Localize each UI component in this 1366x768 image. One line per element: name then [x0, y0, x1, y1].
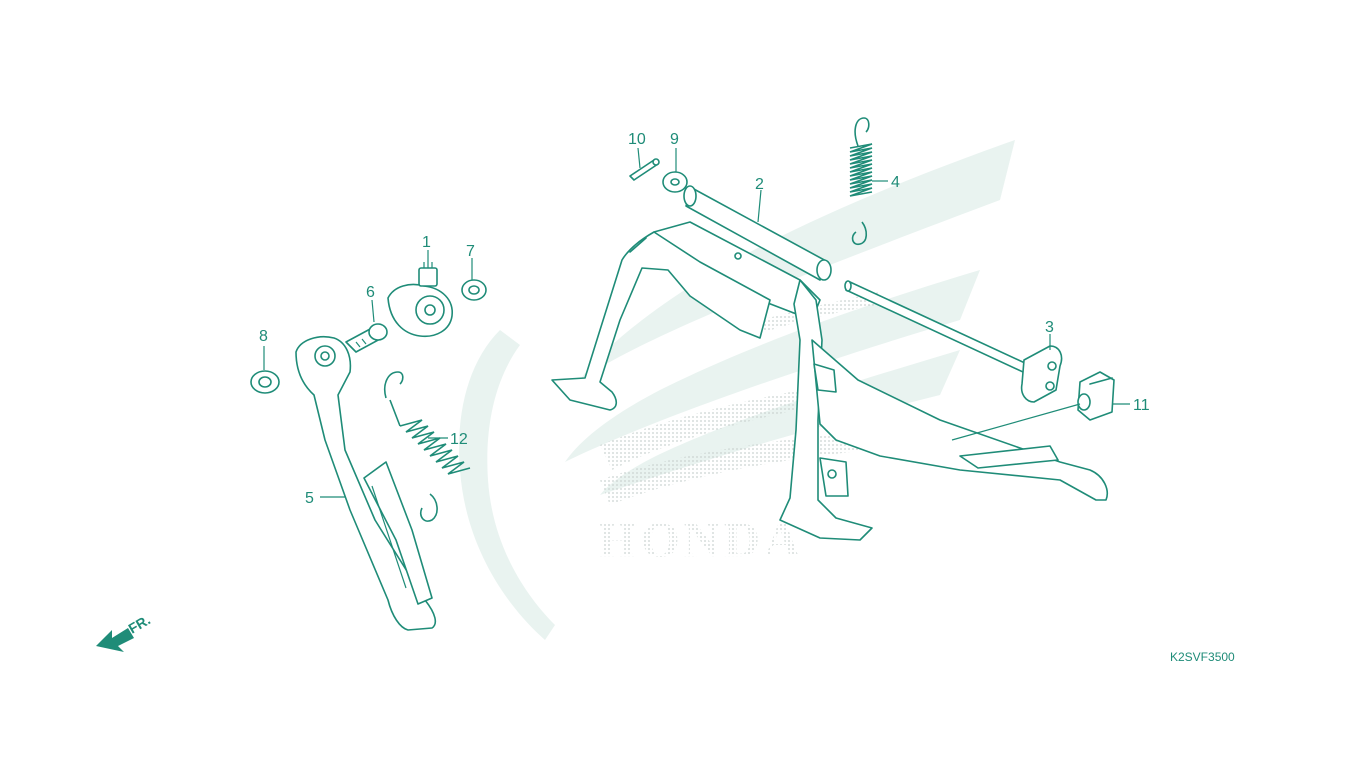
cotter-pin — [629, 158, 660, 181]
leader-lines — [263, 147, 1130, 498]
callout-9: 9 — [670, 131, 679, 148]
callout-8: 8 — [259, 328, 268, 345]
drawing-code: K2SVF3500 — [1170, 650, 1235, 664]
main-stand-spring — [849, 117, 873, 246]
rubber-stopper — [1077, 371, 1115, 421]
callout-numbers: 1 2 3 4 5 6 7 8 9 10 11 12 — [259, 131, 1150, 507]
stand-shaft — [844, 280, 1063, 403]
side-stand — [295, 336, 437, 631]
side-stand-switch — [387, 262, 453, 338]
main-stand — [551, 185, 1108, 541]
callout-12: 12 — [450, 431, 468, 448]
nut-part-7 — [461, 279, 487, 301]
callout-2: 2 — [755, 176, 764, 193]
callout-5: 5 — [305, 490, 314, 507]
side-stand-spring — [383, 371, 471, 522]
nut-part-8 — [250, 370, 280, 394]
callout-11: 11 — [1133, 397, 1150, 414]
honda-watermark-text: HONDA — [598, 511, 804, 567]
callout-4: 4 — [891, 174, 900, 191]
callout-10: 10 — [628, 131, 646, 148]
callout-6: 6 — [366, 284, 375, 301]
front-direction-arrow: FR. — [96, 611, 153, 652]
bolt-part-6 — [345, 323, 388, 353]
callout-1: 1 — [422, 234, 431, 251]
washer — [662, 171, 688, 193]
callout-3: 3 — [1045, 319, 1054, 336]
front-arrow-icon — [96, 628, 134, 652]
callout-7: 7 — [466, 243, 475, 260]
